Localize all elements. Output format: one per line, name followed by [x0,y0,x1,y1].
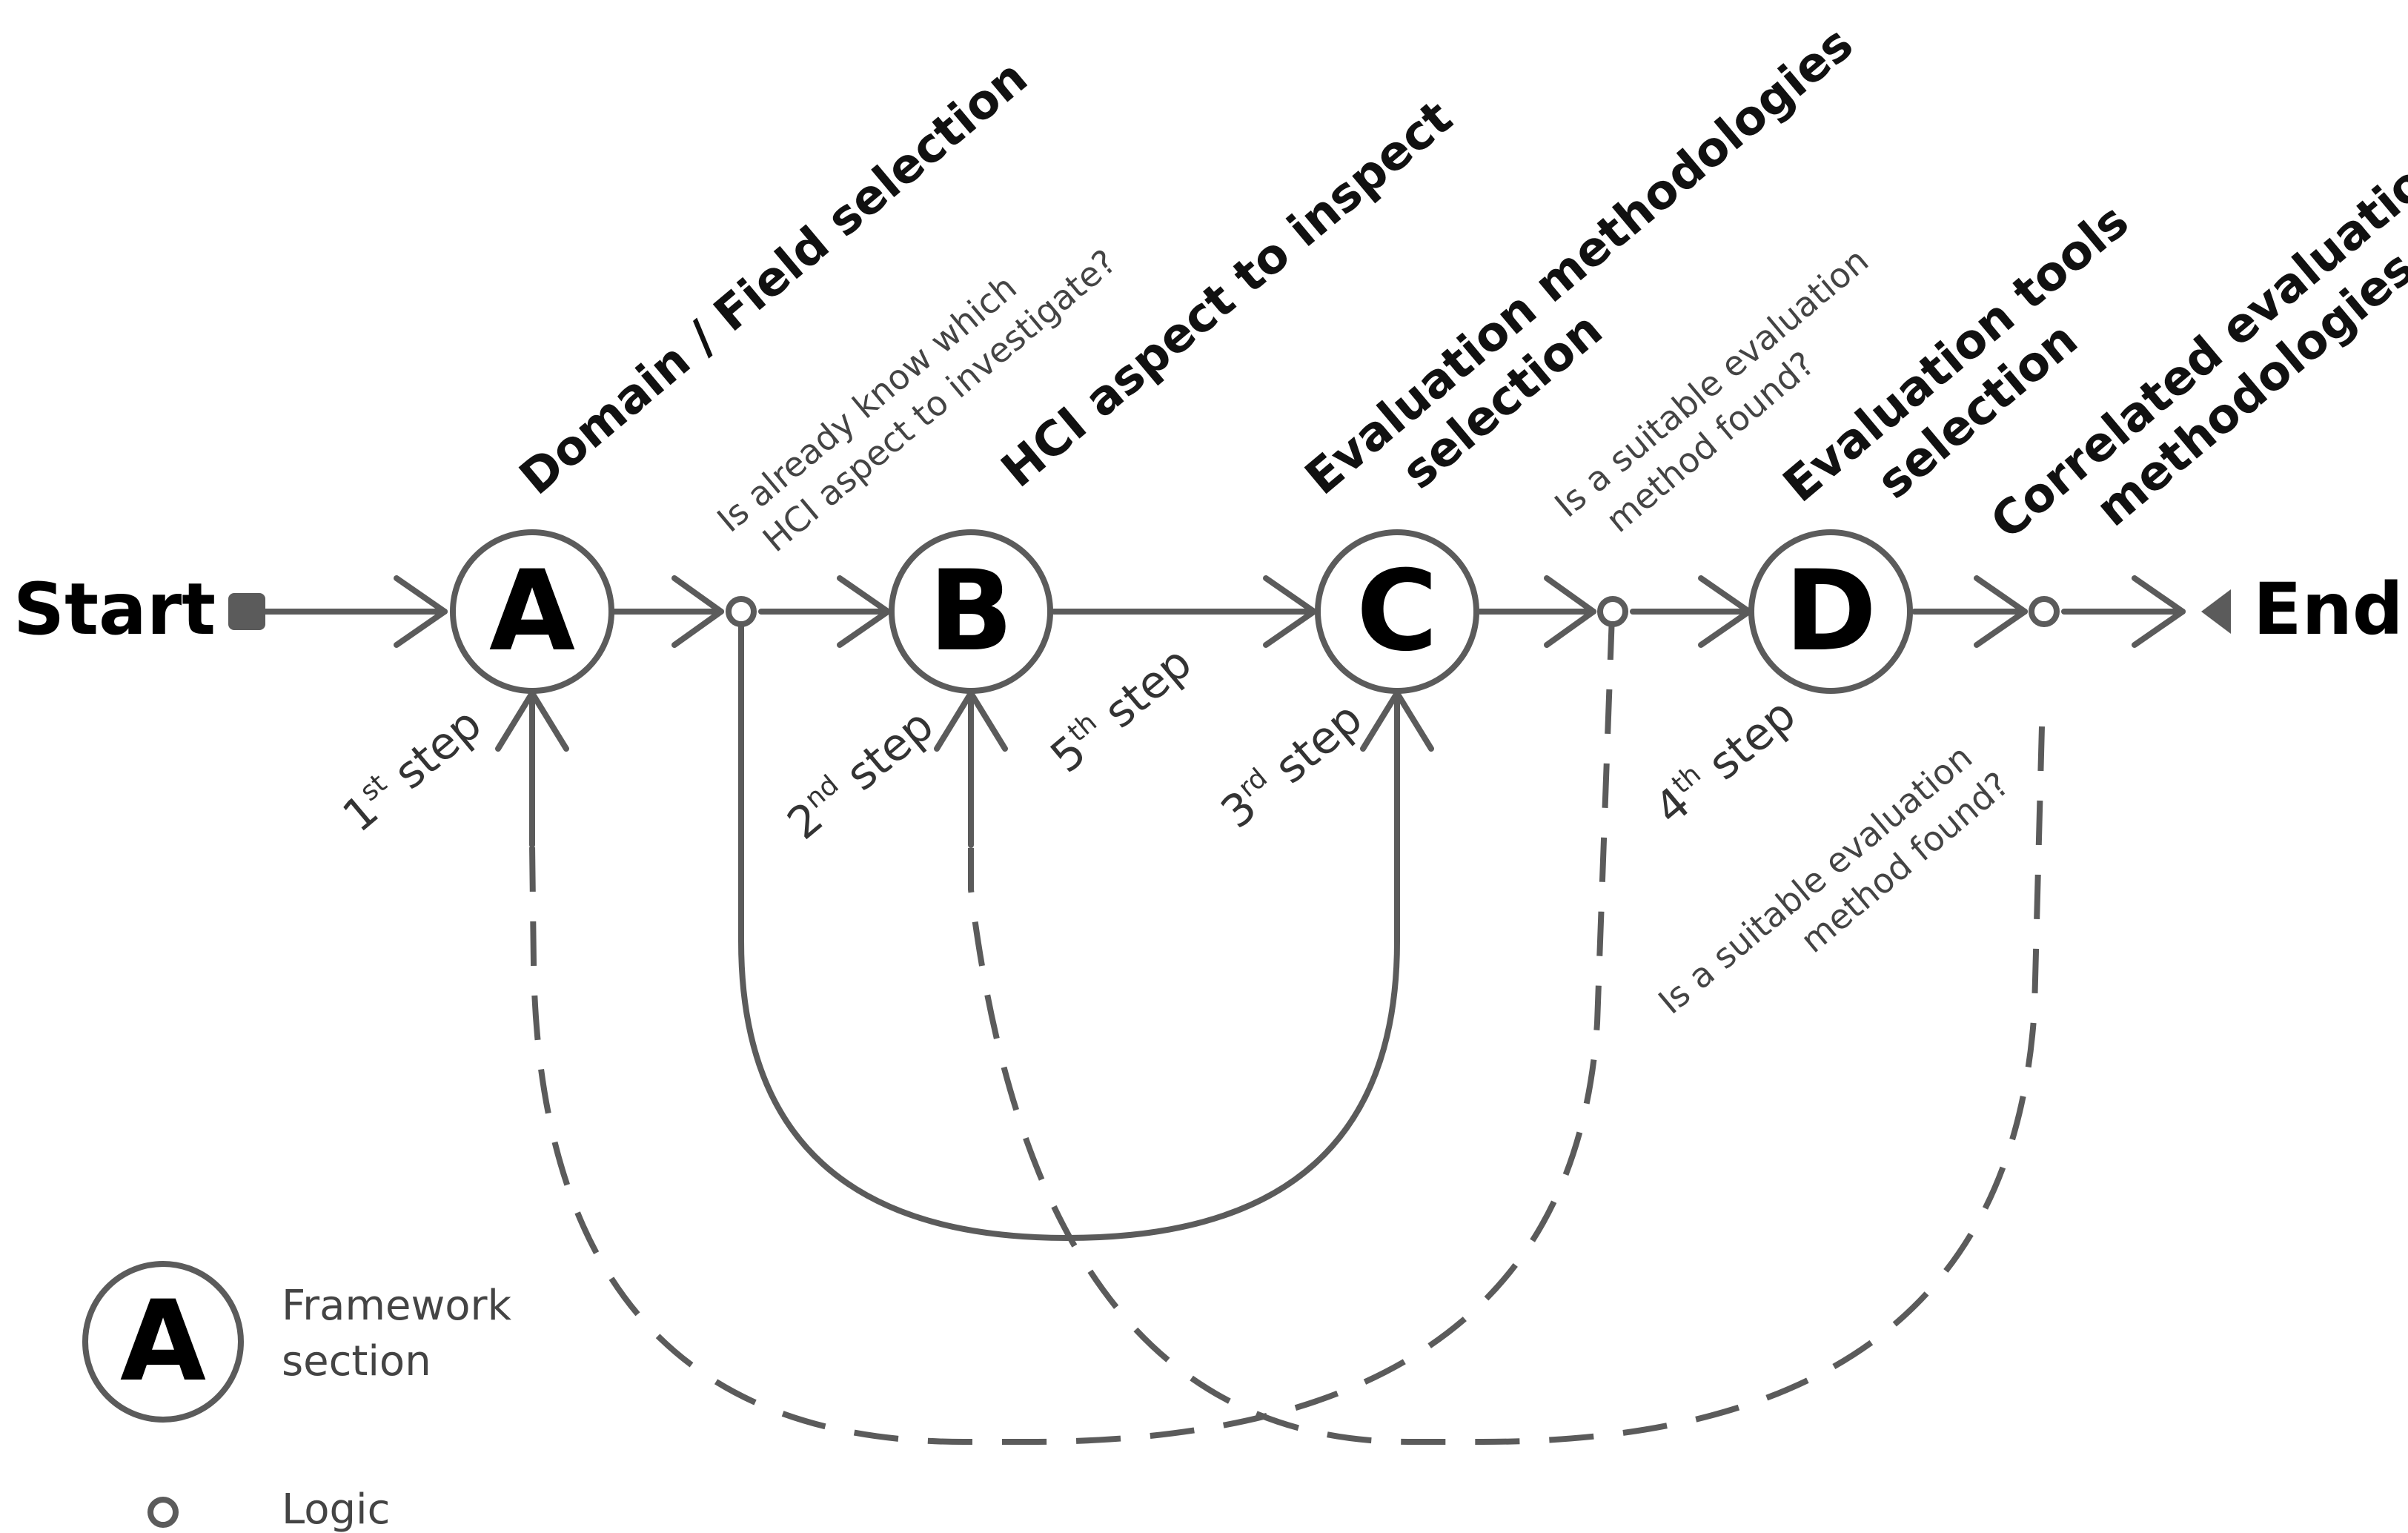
main-flow-line [253,575,2186,648]
step-label-2: 2nd step [777,699,943,850]
title-a: Domain / Field selection [510,50,1038,506]
legend-framework-line2: section [282,1337,431,1385]
feedback-loop-d-to-a [529,615,1615,1445]
legend: A Framework section Logic [82,1261,512,1533]
node-c: C [1315,529,1479,694]
svg-text:Domain / Field selection: Domain / Field selection [510,50,1038,506]
legend-node-sample: A [82,1261,244,1423]
up-arrow-a [495,690,569,848]
svg-text:1st step: 1st step [333,698,491,843]
loop-logic1-to-c [738,609,1400,1241]
svg-text:3rd step: 3rd step [1211,692,1372,838]
legend-logic-label: Logic [282,1486,390,1533]
legend-framework-line1: Framework [282,1282,512,1330]
up-arrow-b [934,690,1008,848]
logic-point-1 [726,596,757,627]
node-b-letter: B [929,547,1013,676]
start-marker [228,593,265,630]
node-c-letter: C [1356,547,1438,676]
logic-point-3 [2029,596,2060,627]
node-d: D [1748,529,1913,694]
step-label-5: 5th step [1041,636,1202,784]
feedback-loop-dend-to-b [968,726,2045,1445]
step-label-3: 3rd step [1211,692,1373,839]
node-a: A [450,529,614,694]
step-label-1: 1st step [333,698,491,843]
svg-text:5th step: 5th step [1041,636,1201,783]
node-b: B [889,529,1053,694]
end-marker [2201,589,2231,634]
svg-text:A: A [120,1277,206,1406]
step-label-4: 4th step [1645,688,1806,835]
svg-text:Evaluation methodologies: Evaluation methodologies [1296,16,1864,506]
node-a-letter: A [489,547,575,676]
end-label: End [2253,568,2404,651]
start-label: Start [13,568,216,651]
node-d-letter: D [1785,547,1877,676]
question-2: Is a suitable evaluation method found? [1547,240,1876,540]
svg-text:4th step: 4th step [1645,688,1805,835]
legend-logic-sample [147,1497,179,1528]
svg-text:2nd step: 2nd step [777,699,943,850]
logic-point-2 [1597,596,1628,627]
